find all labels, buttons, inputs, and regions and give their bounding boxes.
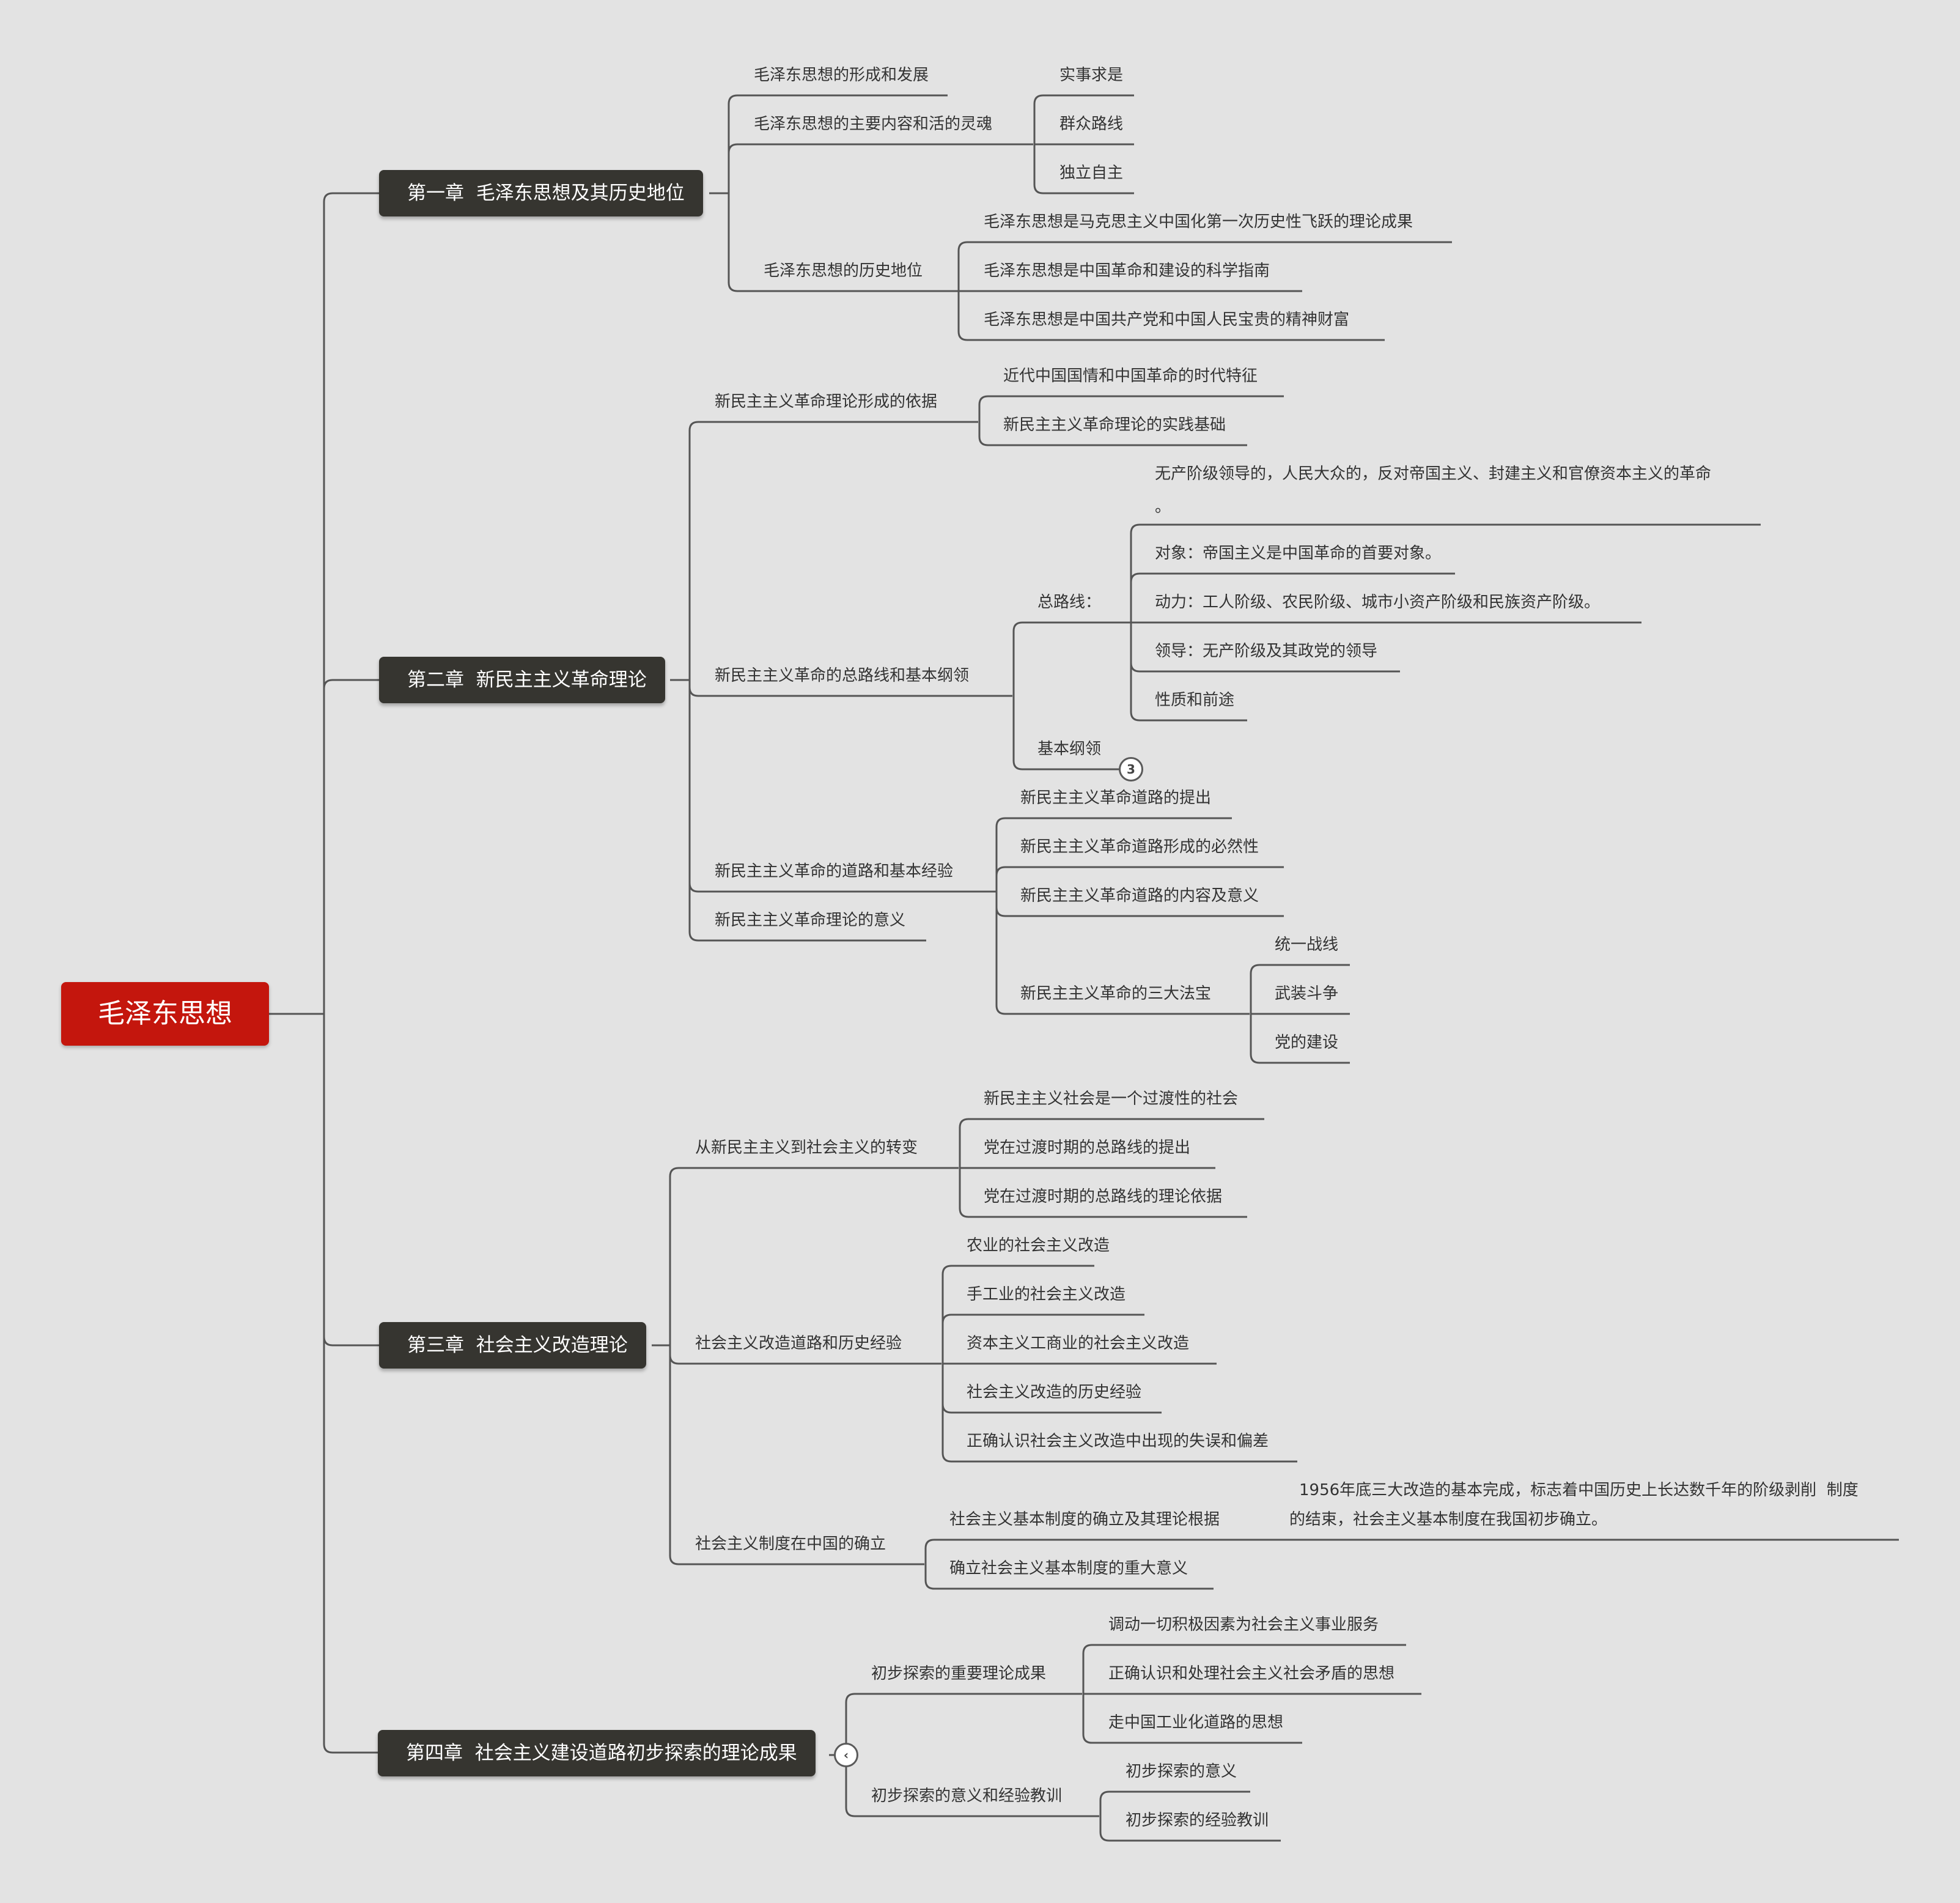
chapter-2-node[interactable]: 第二章 新民主主义革命理论 xyxy=(379,657,665,703)
topic-node[interactable]: 新民主主义革命理论的意义 xyxy=(715,911,906,929)
topic-node[interactable]: 初步探索的重要理论成果 xyxy=(871,1665,1047,1683)
topic-node[interactable]: 对象：帝国主义是中国革命的首要对象。 xyxy=(1155,544,1442,563)
topic-node[interactable]: 调动一切积极因素为社会主义事业服务 xyxy=(1108,1616,1379,1634)
topic-node[interactable]: 总路线： xyxy=(1037,593,1102,612)
topic-node[interactable]: 手工业的社会主义改造 xyxy=(967,1285,1126,1304)
topic-node[interactable]: 农业的社会主义改造 xyxy=(967,1236,1110,1255)
topic-node[interactable]: 动力：工人阶级、农民阶级、城市小资产阶级和民族资产阶级。 xyxy=(1155,593,1601,612)
topic-node[interactable]: 确立社会主义基本制度的重大意义 xyxy=(949,1559,1188,1578)
chapter-3-node[interactable]: 第三章 社会主义改造理论 xyxy=(379,1322,646,1369)
topic-node[interactable]: 正确认识和处理社会主义社会矛盾的思想 xyxy=(1108,1665,1395,1683)
topic-node[interactable]: 党的建设 xyxy=(1275,1033,1339,1052)
chapter-1-node[interactable]: 第一章 毛泽东思想及其历史地位 xyxy=(379,170,703,216)
topic-node[interactable]: 实事求是 xyxy=(1059,66,1124,84)
topic-node[interactable]: 毛泽东思想是中国革命和建设的科学指南 xyxy=(984,262,1270,280)
topic-node[interactable]: 社会主义改造的历史经验 xyxy=(967,1383,1142,1402)
topic-node[interactable]: 新民主主义革命道路的内容及意义 xyxy=(1020,887,1259,905)
topic-node[interactable]: 统一战线 xyxy=(1275,936,1339,954)
topic-node[interactable]: 毛泽东思想的主要内容和活的灵魂 xyxy=(754,115,993,133)
topic-node[interactable]: 基本纲领 xyxy=(1037,740,1102,758)
chapter-4-node[interactable]: 第四章 社会主义建设道路初步探索的理论成果 xyxy=(378,1730,816,1776)
topic-node[interactable]: 近代中国国情和中国革命的时代特征 xyxy=(1003,367,1258,385)
topic-node[interactable]: 初步探索的意义和经验教训 xyxy=(871,1787,1063,1805)
topic-node[interactable]: 走中国工业化道路的思想 xyxy=(1108,1713,1284,1732)
topic-node[interactable]: 正确认识社会主义改造中出现的失误和偏差 xyxy=(967,1432,1269,1450)
topic-node[interactable]: 新民主主义革命理论形成的依据 xyxy=(715,393,938,411)
topic-node[interactable]: 毛泽东思想是中国共产党和中国人民宝贵的精神财富 xyxy=(984,311,1350,329)
topic-node[interactable]: 新民主主义社会是一个过渡性的社会 xyxy=(984,1090,1239,1108)
topic-node[interactable]: 毛泽东思想的历史地位 xyxy=(764,262,923,280)
root-node[interactable]: 毛泽东思想 xyxy=(61,982,269,1046)
topic-node[interactable]: 群众路线 xyxy=(1059,115,1124,133)
collapse-toggle-icon[interactable]: ‹ xyxy=(834,1743,858,1767)
topic-node[interactable]: 党在过渡时期的总路线的理论依据 xyxy=(984,1188,1223,1206)
topic-node[interactable]: 初步探索的经验教训 xyxy=(1126,1811,1269,1830)
topic-node[interactable]: 无产阶级领导的，人民大众的，反对帝国主义、封建主义和官僚资本主义的革命 xyxy=(1155,465,1712,483)
collapsed-count-badge[interactable]: 3 xyxy=(1119,757,1143,782)
topic-node[interactable]: 1956年底三大改造的基本完成，标志着中国历史上长达数千年的阶级剥削 制度 xyxy=(1299,1481,1859,1499)
topic-node[interactable]: 毛泽东思想的形成和发展 xyxy=(754,66,929,84)
topic-node[interactable]: 新民主主义革命的三大法宝 xyxy=(1020,985,1212,1003)
topic-node[interactable]: 社会主义改造道路和历史经验 xyxy=(695,1334,902,1353)
topic-node[interactable]: 新民主主义革命理论的实践基础 xyxy=(1003,416,1226,434)
topic-node[interactable]: 。 xyxy=(1155,498,1171,516)
topic-node[interactable]: 毛泽东思想是马克思主义中国化第一次历史性飞跃的理论成果 xyxy=(984,213,1413,231)
topic-node[interactable]: 领导：无产阶级及其政党的领导 xyxy=(1155,642,1378,660)
topic-node[interactable]: 党在过渡时期的总路线的提出 xyxy=(984,1139,1191,1157)
topic-node[interactable]: 武装斗争 xyxy=(1275,985,1339,1003)
topic-node[interactable]: 新民主主义革命道路的提出 xyxy=(1020,789,1212,807)
topic-node[interactable]: 社会主义基本制度的确立及其理论根据 xyxy=(949,1510,1220,1529)
topic-node[interactable]: 从新民主主义到社会主义的转变 xyxy=(695,1139,918,1157)
topic-node[interactable]: 社会主义制度在中国的确立 xyxy=(695,1535,886,1553)
topic-node[interactable]: 初步探索的意义 xyxy=(1126,1762,1237,1781)
topic-node[interactable]: 新民主主义革命的道路和基本经验 xyxy=(715,862,954,881)
topic-node[interactable]: 新民主主义革命的总路线和基本纲领 xyxy=(715,667,970,685)
topic-node[interactable]: 独立自主 xyxy=(1059,164,1124,182)
topic-node[interactable]: 新民主主义革命道路形成的必然性 xyxy=(1020,838,1259,856)
topic-node[interactable]: 性质和前途 xyxy=(1155,691,1235,709)
topic-node[interactable]: 资本主义工商业的社会主义改造 xyxy=(967,1334,1190,1353)
topic-node[interactable]: 的结束，社会主义基本制度在我国初步确立。 xyxy=(1289,1510,1608,1529)
